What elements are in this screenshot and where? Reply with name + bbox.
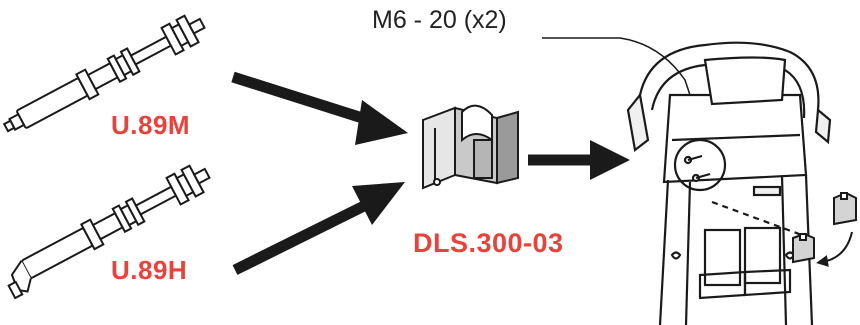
valve-u89m-drawing bbox=[2, 14, 206, 133]
cart-frame-drawing bbox=[626, 41, 832, 325]
screw-callout-label: M6 - 20 (x2) bbox=[372, 6, 507, 34]
spare-clamp-drawing bbox=[833, 191, 857, 226]
part-label-u89m: U.89M bbox=[111, 110, 191, 140]
arrow-right-down-icon bbox=[231, 71, 408, 145]
curved-arrow-icon bbox=[816, 231, 853, 267]
arrow-right-up-icon bbox=[232, 182, 405, 275]
mounted-clamp-drawing bbox=[792, 232, 815, 264]
adapter-label: DLS.300-03 bbox=[413, 228, 564, 258]
callout-leader-line bbox=[542, 37, 706, 141]
arrow-right-icon bbox=[528, 140, 630, 180]
adapter-dls300-drawing bbox=[422, 104, 519, 190]
valve-u89h-drawing bbox=[7, 164, 211, 300]
part-label-u89h: U.89H bbox=[111, 255, 188, 285]
